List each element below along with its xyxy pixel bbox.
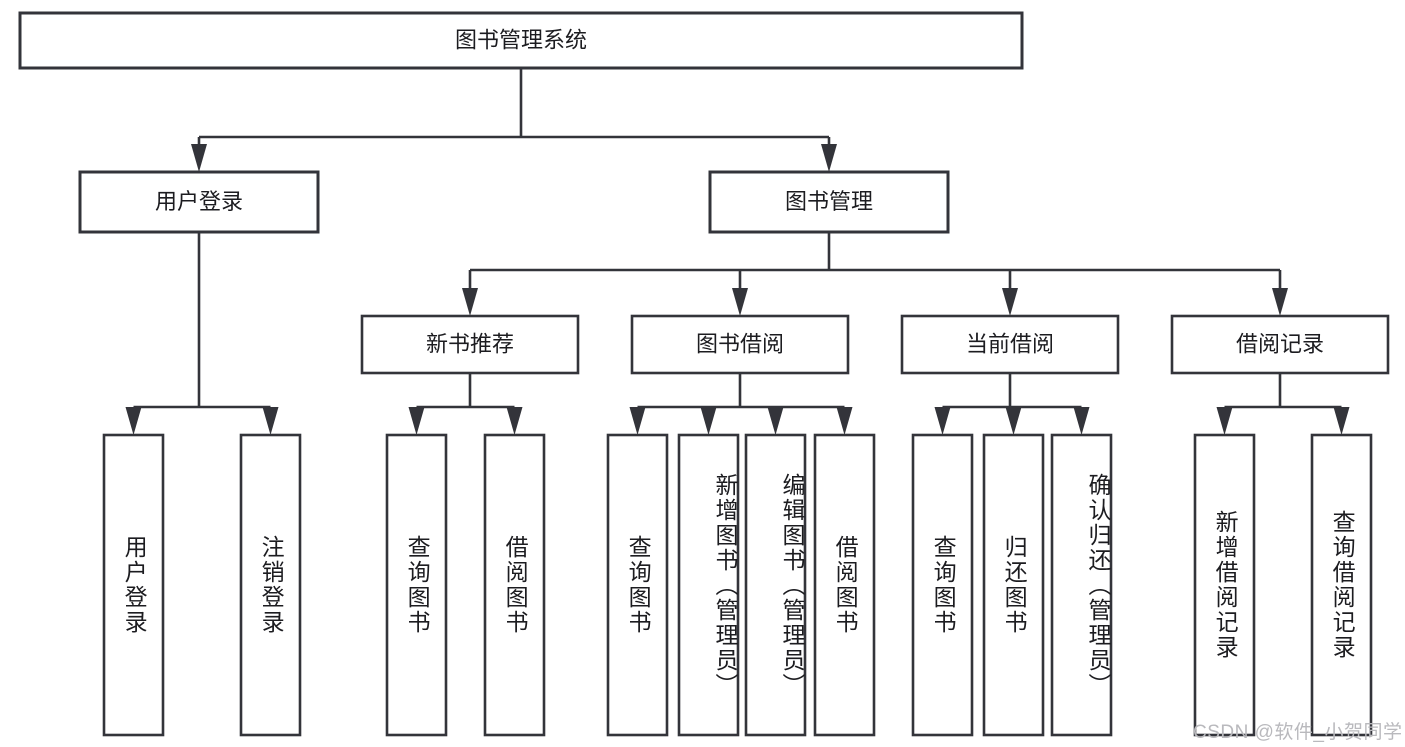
node-label-borrow-record: 借阅记录 [1236, 331, 1324, 356]
node-box-layer [18, 11, 1390, 737]
node-box-book-manage[interactable] [708, 170, 950, 234]
node-box-leaf-query-record[interactable] [1310, 433, 1373, 737]
node-box-leaf-add-book[interactable] [677, 433, 740, 737]
node-label-current-borrow: 当前借阅 [966, 331, 1054, 356]
arrow-head-icon-book-manage [821, 144, 837, 172]
arrow-head-icon-leaf-borrow-book-1 [506, 407, 523, 435]
node-label-user-login: 用户登录 [155, 189, 243, 214]
node-label-root: 图书管理系统 [455, 27, 587, 52]
arrow-head-icon-borrow-record [1272, 288, 1288, 316]
node-box-leaf-confirm-return[interactable] [1050, 433, 1113, 737]
arrow-head-icon-leaf-confirm-return [1073, 407, 1090, 435]
node-box-leaf-logout[interactable] [239, 433, 302, 737]
node-box-leaf-borrow-book-1[interactable] [483, 433, 546, 737]
node-box-leaf-query-book-3[interactable] [911, 433, 974, 737]
arrow-head-icon-leaf-user-login [125, 407, 142, 435]
arrow-head-icon-leaf-add-book [700, 407, 717, 435]
node-box-user-login[interactable] [78, 170, 320, 234]
node-box-leaf-borrow-book-2[interactable] [813, 433, 876, 737]
arrow-head-icon-leaf-return-book [1005, 407, 1022, 435]
arrow-head-icon-book-borrow [732, 288, 748, 316]
arrow-head-icon-leaf-query-book-3 [934, 407, 951, 435]
arrow-head-icon-leaf-edit-book [767, 407, 784, 435]
node-box-leaf-query-book-1[interactable] [385, 433, 448, 737]
arrow-head-icon-user-login [191, 144, 207, 172]
arrow-head-icon-current-borrow [1002, 288, 1018, 316]
node-box-book-borrow[interactable] [630, 314, 850, 375]
node-box-leaf-query-book-2[interactable] [606, 433, 669, 737]
arrow-head-icon-leaf-add-record [1216, 407, 1233, 435]
watermark-text: CSDN @软件_小贺同学 [1193, 722, 1403, 743]
node-box-leaf-return-book[interactable] [982, 433, 1045, 737]
node-box-root[interactable] [18, 11, 1024, 70]
node-label-book-manage: 图书管理 [785, 189, 873, 214]
node-label-book-borrow: 图书借阅 [696, 331, 784, 356]
node-box-leaf-user-login[interactable] [102, 433, 165, 737]
node-box-leaf-edit-book[interactable] [744, 433, 807, 737]
arrow-head-icon-leaf-query-book-1 [408, 407, 425, 435]
arrow-head-icon-leaf-logout [262, 407, 279, 435]
arrow-head-icon-leaf-query-record [1333, 407, 1350, 435]
node-box-new-book-recommend[interactable] [360, 314, 580, 375]
connector-layer [125, 68, 1350, 435]
node-box-borrow-record[interactable] [1170, 314, 1390, 375]
node-box-leaf-add-record[interactable] [1193, 433, 1256, 737]
arrow-head-icon-leaf-query-book-2 [629, 407, 646, 435]
arrow-head-icon-leaf-borrow-book-2 [836, 407, 853, 435]
arrow-head-icon-new-book-recommend [462, 288, 478, 316]
node-label-new-book-recommend: 新书推荐 [426, 331, 514, 356]
node-box-current-borrow[interactable] [900, 314, 1120, 375]
